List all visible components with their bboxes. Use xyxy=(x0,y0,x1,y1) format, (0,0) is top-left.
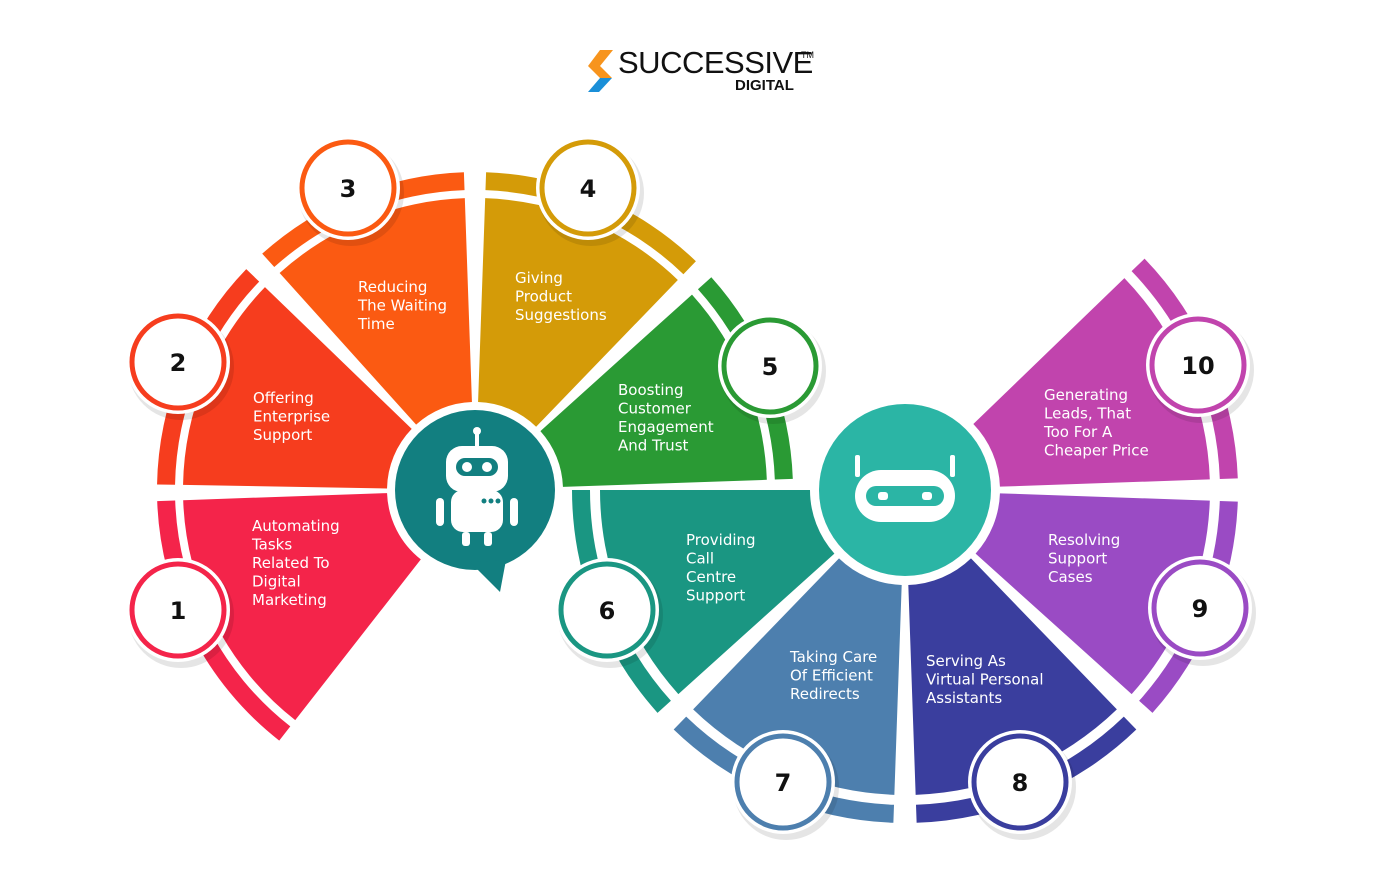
segment-10-label-line: Too For A xyxy=(1043,423,1113,441)
segment-1-panel xyxy=(183,493,421,721)
brand-name: SUCCESSIVE xyxy=(618,45,813,80)
segment-6-label-line: Centre xyxy=(686,568,736,586)
brand-subtitle: DIGITAL xyxy=(735,77,794,94)
segment-9-number: 9 xyxy=(1192,595,1209,623)
segment-10-badge: 10 xyxy=(1146,313,1254,423)
segment-3-label-line: The Waiting xyxy=(357,297,447,315)
segment-9-label-line: Support xyxy=(1048,550,1107,568)
segment-4-number: 4 xyxy=(580,175,597,203)
segment-2-panel xyxy=(183,287,412,489)
segment-7-number: 7 xyxy=(775,769,792,797)
segment-10-rim xyxy=(1131,258,1238,480)
successive-mark-icon xyxy=(588,50,613,92)
segment-6-label-line: Call xyxy=(686,550,714,568)
segment-2-rim xyxy=(157,269,260,485)
brand-trademark: TM xyxy=(801,50,814,60)
segment-6-badge: 6 xyxy=(555,558,663,668)
segment-3-label-line: Time xyxy=(357,315,395,333)
segment-1-label-line: Automating xyxy=(252,517,340,535)
segment-10-panel xyxy=(973,278,1210,487)
segment-2-number: 2 xyxy=(170,349,187,377)
segment-6-label-line: Providing xyxy=(686,531,756,549)
segment-3-number: 3 xyxy=(340,175,357,203)
segment-7-badge: 7 xyxy=(731,730,839,840)
segment-7-label-line: Of Efficient xyxy=(790,667,873,685)
segment-5-label-line: Customer xyxy=(618,400,692,418)
segment-5-number: 5 xyxy=(762,353,779,381)
segment-3-panel xyxy=(279,198,472,425)
number-badges: 1 2 3 4 5 6 7 8 9 10 xyxy=(126,136,1256,840)
segment-8-badge: 8 xyxy=(968,730,1076,840)
segment-4-rim xyxy=(485,172,696,275)
bot-head-icon xyxy=(855,455,955,522)
segment-1-label-line: Tasks xyxy=(251,536,292,554)
segment-3-rim xyxy=(262,172,465,268)
segment-5-badge: 5 xyxy=(718,314,826,424)
segment-9-rim xyxy=(1139,500,1238,713)
segment-8-number: 8 xyxy=(1012,769,1029,797)
segment-3-badge: 3 xyxy=(296,136,404,246)
segment-1-number: 1 xyxy=(170,597,187,625)
segment-4-label-line: Giving xyxy=(515,269,563,287)
segment-9-panel xyxy=(975,493,1210,695)
segment-1-label-line: Digital xyxy=(252,573,301,591)
segment-4-badge: 4 xyxy=(536,136,644,246)
segment-8-label-line: Virtual Personal xyxy=(926,671,1044,689)
segment-1-rim xyxy=(157,500,291,741)
segment-7-label-line: Redirects xyxy=(790,685,860,703)
segment-8-label-line: Assistants xyxy=(926,689,1002,707)
segment-3-label-line: Reducing xyxy=(358,278,427,296)
segment-9-label-line: Cases xyxy=(1048,568,1093,586)
segment-10-label-line: Leads, That xyxy=(1044,405,1131,423)
segment-6-number: 6 xyxy=(599,597,616,625)
segment-4-label-line: Product xyxy=(515,288,572,306)
segment-8-panel xyxy=(908,558,1117,795)
segment-shapes xyxy=(157,172,1238,823)
robot-icon xyxy=(436,427,518,546)
segment-10-label-line: Cheaper Price xyxy=(1044,442,1149,460)
segment-5-rim xyxy=(697,277,793,480)
segment-5-label-line: Engagement xyxy=(618,418,714,436)
segment-1-label-line: Related To xyxy=(252,554,330,572)
segment-4-label-line: Suggestions xyxy=(515,306,607,324)
segment-9-badge: 9 xyxy=(1148,556,1256,666)
segment-6-panel xyxy=(600,490,835,695)
segment-7-rim xyxy=(673,716,895,823)
segment-10-number: 10 xyxy=(1181,352,1214,380)
segment-6-label-line: Support xyxy=(686,587,745,605)
segment-5-label-line: And Trust xyxy=(618,437,689,455)
segment-5-panel xyxy=(540,294,767,487)
brand-logo: SUCCESSIVE TM DIGITAL xyxy=(588,45,814,94)
segment-1-badge: 1 xyxy=(126,558,234,668)
segment-2-label-line: Offering xyxy=(253,389,314,407)
segment-5-label-line: Boosting xyxy=(618,381,684,399)
segment-1-label-line: Marketing xyxy=(252,591,327,609)
segment-4-panel xyxy=(478,198,678,427)
segment-7-panel xyxy=(693,558,902,795)
right-hub xyxy=(813,398,997,582)
segment-2-badge: 2 xyxy=(126,310,234,420)
left-hub xyxy=(389,404,561,592)
segment-9-label-line: Resolving xyxy=(1048,531,1120,549)
segment-10-label-line: Generating xyxy=(1044,386,1128,404)
segment-2-label-line: Support xyxy=(253,426,312,444)
segment-8-label-line: Serving As xyxy=(926,652,1006,670)
segment-7-label-line: Taking Care xyxy=(789,648,877,666)
segment-2-label-line: Enterprise xyxy=(253,408,330,426)
segment-8-rim xyxy=(915,716,1137,823)
